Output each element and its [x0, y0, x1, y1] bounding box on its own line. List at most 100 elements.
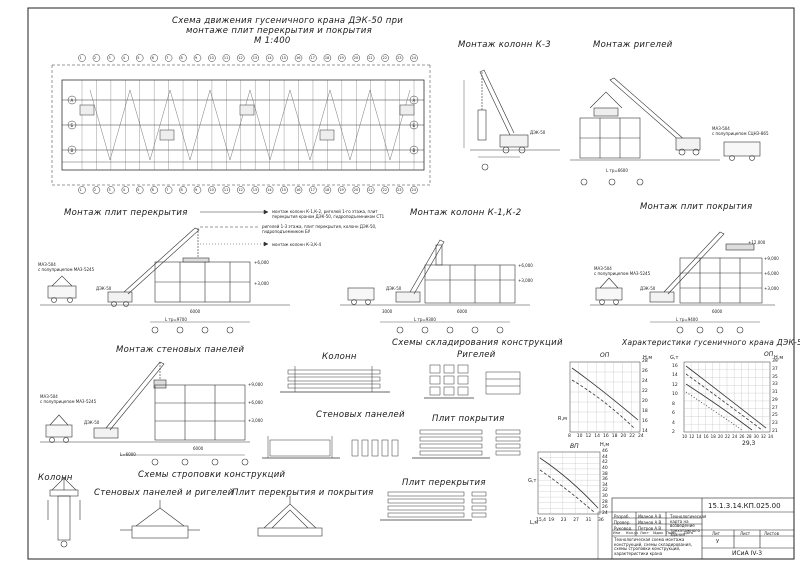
- chart-a-y-tick: 20: [642, 399, 648, 404]
- axis-bubble-bottom: [265, 186, 274, 194]
- axis-number-bottom: 5: [137, 187, 140, 192]
- section-title-wall-panels: Монтаж стеновых панелей: [116, 345, 245, 355]
- title-block-header-cell: Подп.: [666, 531, 677, 535]
- axis-number-bottom: 24: [411, 187, 416, 192]
- axis-bubble-bottom: [107, 186, 115, 194]
- axis-bubble-bottom: [135, 186, 144, 194]
- chart-b-y-tick-left: 10: [672, 392, 678, 398]
- title-block-stage-label: Лит: [712, 531, 720, 536]
- axis-number-bottom: 12: [238, 187, 243, 192]
- axis-bubble-top: [150, 54, 158, 62]
- axis-number-top: 17: [310, 55, 315, 60]
- plan-axis-bubbles-top: [78, 54, 418, 62]
- axis-bubble-top: [193, 54, 202, 62]
- chart-b-x-tick: 34: [768, 434, 774, 439]
- axis-number-top: 13: [252, 55, 258, 60]
- axis-number-bottom: 1: [79, 187, 82, 192]
- section-title-crane-characteristics: Характеристики гусеничного крана ДЭК-50: [622, 338, 800, 347]
- chart-a-label: ОП: [600, 352, 610, 359]
- chart-b-y-tick-left: 12: [672, 382, 678, 388]
- sling-label-panels-girders: Стеновых панелей и ригелей: [94, 488, 234, 498]
- crane-chart-op-b: [683, 361, 771, 433]
- chart-b-y-tick-left: 8: [672, 401, 675, 407]
- title-block-name-1: Иванов А.В.: [638, 514, 663, 519]
- level-3d: +9,000: [248, 382, 263, 387]
- axis-number-top: 20: [353, 55, 359, 60]
- storage-label-girders: Ригелей: [457, 350, 496, 360]
- axis-bubble-top: [338, 54, 346, 62]
- title-block-description: Технологическая карта на возведение трех…: [670, 514, 707, 537]
- axis-number-top: 6: [151, 55, 154, 60]
- storage-label-columns: Колонн: [322, 352, 357, 362]
- chart-c-q-axis: G,т: [528, 478, 537, 484]
- chart-a-y-tick: 22: [642, 389, 648, 394]
- chart-a-y-tick: 16: [642, 419, 648, 424]
- main-title-line-2: монтаже плит перекрытия и покрытия: [186, 26, 373, 36]
- section-title-floor-slabs: Монтаж плит перекрытия: [64, 208, 188, 218]
- truck-roof-2: с полуприцепом МАЗ-5245: [594, 271, 651, 276]
- chart-b-x-tick: 32: [760, 434, 766, 439]
- axis-number-top: 4: [122, 55, 126, 60]
- axis-bubble-top: [107, 54, 115, 62]
- axis-number-top: 18: [324, 55, 330, 60]
- axis-bubble-bottom: [280, 186, 288, 194]
- chart-a-x-tick: 24: [638, 434, 644, 439]
- truck-roof-1: МАЗ-504: [594, 266, 612, 271]
- title-block-header-cell: Лист: [640, 531, 649, 535]
- axis-bubble-bottom: [78, 186, 86, 194]
- plan-axis-letters-left: [67, 95, 419, 155]
- axis-number-top: 9: [194, 55, 198, 60]
- axis-number-bottom: 9: [194, 187, 198, 192]
- floor-slabs-elevation: [40, 227, 290, 334]
- axis-number-bottom: 10: [209, 187, 214, 192]
- axis-bubble-bottom: [323, 186, 332, 194]
- title-block-role-1: Разраб.: [614, 514, 630, 519]
- axis-bubble-top: [208, 54, 216, 62]
- main-title-line-1: Схема движения гусеничного крана ДЭК-50 …: [172, 16, 404, 26]
- storage-label-floor-slabs: Плит перекрытия: [402, 478, 486, 488]
- chart-c-y-tick: 36: [602, 477, 608, 483]
- chart-b-y-tick-left: 2: [672, 430, 675, 435]
- level-2d: +6,000: [248, 400, 263, 405]
- title-block-sheet-label: Лист: [740, 531, 751, 536]
- chart-b-x-tick: 26: [739, 434, 745, 439]
- chart-c-y-tick: 32: [602, 488, 608, 494]
- truck-girders-2: с полуприцепом СЦНЭ-865: [712, 131, 769, 136]
- chart-c-x-tick: 27: [573, 518, 579, 523]
- chart-b-y-tick-right: 21: [772, 429, 778, 434]
- chart-b-x-tick: 12: [689, 434, 695, 439]
- chart-b-x-tick: 28: [746, 434, 752, 439]
- axis-bubble-bottom: [121, 186, 130, 194]
- crane-label-3: ДЭК-50: [386, 286, 402, 291]
- title-block-org: ИСиА IV-3: [732, 550, 763, 557]
- axis-bubble-bottom: [193, 186, 202, 194]
- chart-c-y-tick: 28: [602, 499, 608, 505]
- chart-c-x-tick: 15,4: [536, 518, 547, 523]
- chart-c-y-tick: 30: [602, 494, 608, 500]
- title-block-sheets-label: Листов: [764, 531, 779, 536]
- chart-c-y-tick: 38: [602, 471, 608, 477]
- axis-letter-right: Б: [412, 122, 416, 128]
- crane-movement-plan: [51, 64, 431, 186]
- chart-a-x-tick: 14: [594, 434, 600, 439]
- chart-a-x-tick: 8: [568, 434, 571, 439]
- title-block-name-2: Иванов А.В.: [638, 520, 663, 525]
- axis-bubble-top: [135, 54, 144, 62]
- chart-b-x-tick: 22: [725, 434, 731, 439]
- axis-number-top: 7: [166, 55, 169, 60]
- level-4c: +12,000: [748, 240, 766, 245]
- axis-bubble-top: [381, 54, 389, 62]
- chart-b-x-end: 29,3: [742, 440, 756, 447]
- axis-bubble-top: [323, 54, 332, 62]
- axis-number-bottom: 21: [368, 187, 373, 192]
- axis-number-bottom: 18: [324, 187, 330, 192]
- chart-b-y-tick-right: 27: [772, 405, 778, 411]
- level-1a: +3,000: [254, 281, 269, 286]
- axis-letter-left: Б: [70, 122, 74, 128]
- dim-span-1: 6000: [190, 309, 201, 314]
- axis-number-top: 14: [267, 55, 272, 60]
- chart-a-x-tick: 12: [585, 434, 592, 439]
- chart-b-y-tick-left: 6: [672, 411, 675, 417]
- crane-label-4: ДЭК-50: [640, 286, 656, 291]
- axis-letter-left: А: [70, 97, 74, 103]
